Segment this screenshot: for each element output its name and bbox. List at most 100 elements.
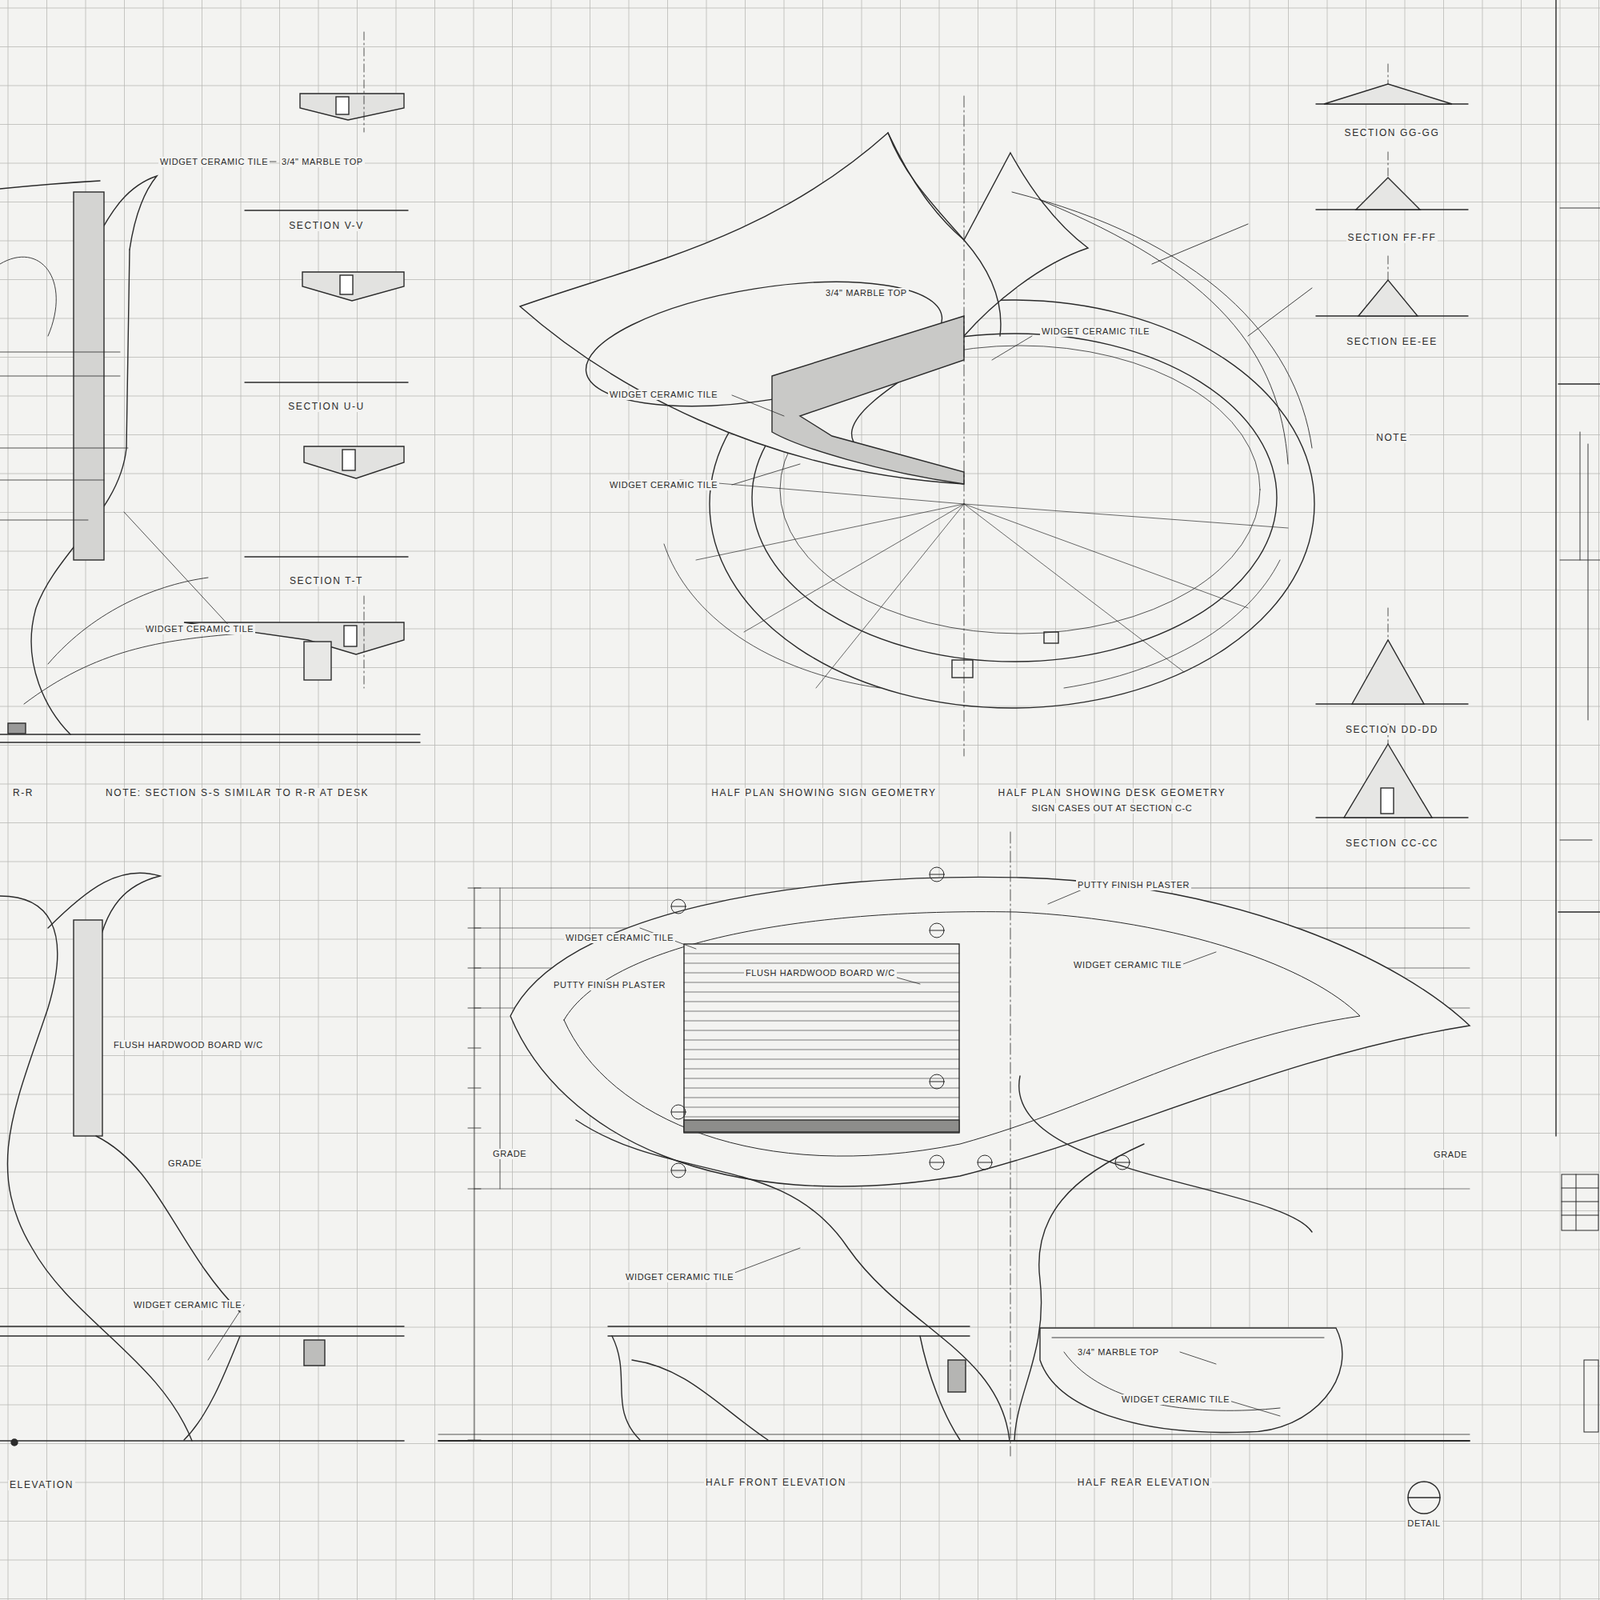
view-title: HALF PLAN SHOWING SIGN GEOMETRY	[709, 788, 938, 799]
view-title: SECTION EE-EE	[1344, 336, 1439, 348]
material-note: GRADE	[1432, 1149, 1469, 1160]
base-plate	[8, 723, 26, 734]
partial-section	[1560, 208, 1600, 840]
section-curve	[0, 256, 240, 704]
radius-line	[680, 480, 1288, 688]
view-title: SECTION GG-GG	[1343, 128, 1442, 139]
grid-line	[434, 0, 436, 1600]
grid-line	[1520, 0, 1522, 1600]
grid-line	[0, 1365, 1600, 1367]
desk-leg	[612, 1336, 960, 1440]
detail-stamp-rule	[1408, 1496, 1440, 1498]
tube-section	[342, 449, 356, 471]
grid-line	[240, 0, 242, 1600]
desk-rear-inner	[1052, 1337, 1324, 1411]
material-note: FLUSH HARDWOOD BOARD W/C	[744, 968, 897, 979]
grid-line	[0, 589, 1600, 591]
title-block	[1561, 1174, 1599, 1432]
sweep-line	[1012, 192, 1312, 464]
grid-line	[0, 784, 1600, 785]
hatched-band	[772, 316, 964, 484]
sign-inner	[564, 912, 1360, 1156]
grid-line	[0, 1443, 1600, 1444]
grid-line	[1482, 0, 1484, 1600]
grid-line	[551, 0, 552, 1600]
view-title: SECTION U-U	[286, 401, 367, 412]
title-line	[244, 556, 408, 557]
grid-line	[0, 124, 1600, 125]
grid-line	[0, 861, 1600, 863]
view-title: SECTION V-V	[287, 220, 366, 232]
sign-horn	[96, 176, 157, 250]
grid-line	[628, 0, 630, 1600]
title-line	[244, 209, 408, 211]
floor-line	[0, 734, 420, 743]
grid-line	[396, 0, 397, 1600]
title-block-frame	[1584, 1360, 1599, 1432]
ridge-section	[1356, 177, 1420, 210]
material-note: FLUSH HARDWOOD BOARD W/C	[112, 1040, 265, 1051]
pedestal-stem	[576, 1120, 1010, 1441]
grid-line	[1560, 0, 1561, 1600]
material-note: PUTTY FINISH PLASTER	[552, 980, 668, 991]
center-line	[1388, 64, 1389, 744]
section-markers	[671, 867, 1130, 1178]
slab-section	[302, 272, 404, 301]
base-point	[11, 1439, 18, 1446]
ridge-section	[1324, 84, 1452, 104]
grid-line	[0, 473, 1600, 475]
ground-line	[0, 1440, 404, 1442]
dimension-arc	[664, 544, 1280, 688]
material-note: WIDGET CERAMIC TILE	[624, 1272, 736, 1283]
view-title: SECTION CC-CC	[1344, 838, 1440, 849]
sign-tail	[888, 132, 1001, 336]
center-line	[1010, 832, 1012, 1456]
desk-rear	[1040, 1328, 1343, 1432]
material-note: WIDGET CERAMIC TILE	[1120, 1394, 1232, 1405]
tv-enclosure	[948, 1360, 966, 1392]
hatched-column	[73, 920, 103, 1136]
title-block-rule	[1561, 1174, 1599, 1231]
material-note: SIGN CASES OUT AT SECTION C-C	[1030, 803, 1195, 814]
title-line	[244, 381, 408, 383]
flush-board	[684, 944, 960, 1133]
sheet-border	[1556, 0, 1600, 1136]
material-note: WIDGET CERAMIC TILE	[1040, 326, 1152, 337]
board-lines	[684, 953, 960, 1117]
material-note: WIDGET CERAMIC TILE	[608, 480, 720, 491]
section-outline	[0, 180, 130, 735]
grid-line	[0, 1598, 1600, 1600]
grid-line	[356, 0, 358, 1600]
tv-enclosure	[304, 641, 332, 680]
grid-line	[706, 0, 708, 1600]
material-note: 3/4" MARBLE TOP	[1076, 1347, 1161, 1358]
grid-line	[589, 0, 591, 1600]
view-title: NOTE: SECTION S-S SIMILAR TO R-R AT DESK	[104, 788, 371, 799]
ridge-section	[1358, 280, 1418, 316]
slab-section	[300, 93, 404, 120]
grid-line	[0, 1210, 1600, 1212]
ground-line	[438, 1440, 1470, 1442]
material-note: WIDGET CERAMIC TILE	[158, 156, 270, 168]
material-note: DETAIL	[1405, 1518, 1442, 1529]
ridge-section	[1352, 640, 1424, 704]
tv-enclosure	[304, 1340, 325, 1366]
tube-section	[344, 625, 357, 647]
detail-stamp	[1408, 1481, 1440, 1514]
grid-line	[163, 0, 164, 1600]
ground-line	[438, 1434, 1470, 1436]
grid-line	[0, 1249, 1600, 1251]
grid-line	[8, 0, 9, 1600]
grid-line	[1443, 0, 1444, 1600]
grid-line	[0, 822, 1600, 824]
grid-line	[473, 0, 475, 1600]
grid-line	[279, 0, 280, 1600]
view-title: SECTION DD-DD	[1344, 724, 1440, 736]
material-note: GRADE	[491, 1148, 528, 1160]
section-line	[0, 352, 128, 520]
grid-line	[0, 85, 1600, 87]
material-note: WIDGET CERAMIC TILE	[144, 624, 256, 635]
center-line	[364, 32, 365, 132]
